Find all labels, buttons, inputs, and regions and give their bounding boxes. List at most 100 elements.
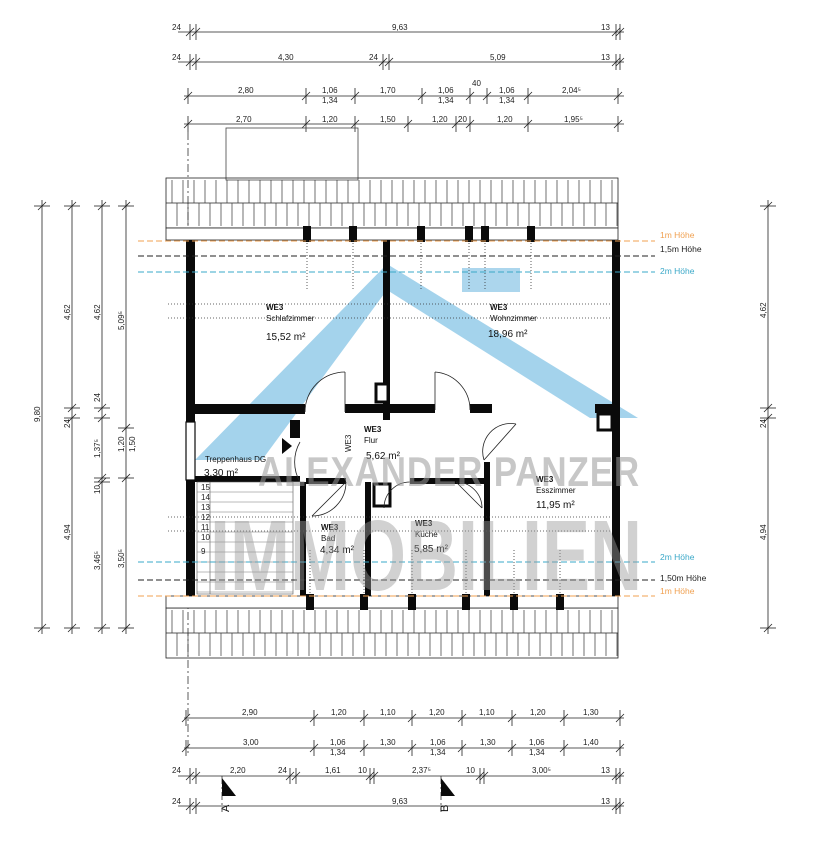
room-name: Wohnzimmer — [490, 314, 537, 323]
dim-label: 2,90 — [242, 708, 258, 717]
dim-label: 1,34 — [499, 96, 515, 105]
dim-label: 1,06 — [430, 738, 446, 747]
dim-label: 10 — [358, 766, 367, 775]
dim-label: 1,34 — [430, 748, 446, 757]
dim-label: 13 — [601, 766, 610, 775]
room-labels: WE3 Schlafzimmer 15,52 m² WE3 Wohnzimmer… — [204, 303, 576, 556]
dim-label: 4,94 — [63, 524, 72, 540]
step-number: 9 — [201, 547, 206, 556]
dim-label: 24 — [759, 419, 768, 428]
dim-label: 1,50 — [128, 436, 137, 452]
dormer-cheeks — [168, 240, 612, 596]
room-kueche: WE3 Küche 5,85 m² — [414, 519, 449, 555]
dormer-outline — [225, 127, 359, 181]
roof-tile-pattern — [171, 610, 618, 656]
dim-label: 1,34 — [330, 748, 346, 757]
section-markers: A B — [220, 778, 455, 812]
dim-label: 1,34 — [322, 96, 338, 105]
dim-label: 24 — [172, 797, 181, 806]
room-flur: WE3 Flur 5,62 m² — [364, 425, 401, 462]
room-name: Flur — [364, 436, 378, 445]
bottom-dimensions — [178, 710, 625, 814]
dim-label: 20 — [458, 115, 467, 124]
dim-label: 1,06 — [499, 86, 515, 95]
dim-label: 2,37⁵ — [412, 766, 431, 775]
step-number: 12 — [201, 513, 210, 522]
watermark-text: ALEXANDER PANZER IMMOBILIEN — [210, 448, 642, 612]
bottom-dimension-labels: 2,90 1,20 1,10 1,20 1,10 1,20 1,30 3,00 … — [172, 708, 610, 806]
dim-label: 1,20 — [497, 115, 513, 124]
room-name: Küche — [415, 530, 438, 539]
height-lines — [138, 240, 655, 597]
dim-label: 1,30 — [583, 708, 599, 717]
watermark-line1: ALEXANDER PANZER — [258, 448, 640, 495]
dim-label: 5,09⁵ — [117, 311, 126, 330]
step-number: 11 — [201, 523, 210, 532]
dim-label: 3,46⁵ — [93, 551, 102, 570]
dim-label: 2,04⁵ — [562, 86, 581, 95]
dim-label: 3,00⁵ — [532, 766, 551, 775]
room-wohnzimmer: WE3 Wohnzimmer 18,96 m² — [488, 303, 537, 340]
dim-label: 9,80 — [33, 406, 42, 422]
step-number: 14 — [201, 493, 210, 502]
room-name: Bad — [321, 534, 335, 543]
dim-label: 2,70 — [236, 115, 252, 124]
room-unit: WE3 — [536, 475, 554, 484]
section-marker-b — [441, 778, 455, 796]
stair-step-labels: 15 14 13 12 11 10 9 WE3 — [201, 434, 353, 556]
dim-label: 4,94 — [759, 524, 768, 540]
dim-label: 3,00 — [243, 738, 259, 747]
dim-label: 1,70 — [380, 86, 396, 95]
dim-label: 24 — [278, 766, 287, 775]
dim-label: 24 — [172, 766, 181, 775]
room-unit: WE3 — [490, 303, 508, 312]
dim-label: 24 — [172, 53, 181, 62]
dim-label: 1,34 — [438, 96, 454, 105]
room-esszimmer: WE3 Esszimmer 11,95 m² — [536, 475, 576, 511]
dim-label: 13 — [601, 23, 610, 32]
top-dimensions — [178, 24, 625, 132]
room-treppenhaus: Treppenhaus DG 3,30 m² — [204, 455, 266, 479]
room-schlafzimmer: WE3 Schlafzimmer 15,52 m² — [266, 303, 315, 343]
height-label: 2m Höhe — [660, 552, 695, 562]
watermark-logo — [195, 264, 638, 460]
doors — [294, 371, 517, 517]
walls — [165, 226, 620, 610]
dim-label: 13 — [601, 797, 610, 806]
dim-label: 2,20 — [230, 766, 246, 775]
dim-label: 13 — [601, 53, 610, 62]
height-label: 2m Höhe — [660, 266, 695, 276]
dim-label: 1,95⁵ — [564, 115, 583, 124]
dim-label: 24 — [369, 53, 378, 62]
room-area: 5,62 m² — [366, 451, 401, 462]
right-dimension-labels: 4,62 24 4,94 — [759, 302, 768, 540]
watermark-line2: IMMOBILIEN — [210, 500, 642, 612]
step-number: 10 — [201, 533, 210, 542]
dim-label: 1,06 — [330, 738, 346, 747]
dim-label: 1,20 — [432, 115, 448, 124]
height-labels: 1m Höhe 1,5m Höhe 2m Höhe 2m Höhe 1,50m … — [660, 230, 707, 596]
dim-label: 1,61 — [325, 766, 341, 775]
dim-label: 1,30 — [380, 738, 396, 747]
room-name: Esszimmer — [536, 486, 576, 495]
stair-unit-label: WE3 — [344, 434, 353, 452]
section-label-b: B — [439, 805, 451, 812]
roof-tile-pattern — [171, 180, 618, 226]
staircase — [196, 481, 294, 595]
step-number: 15 — [201, 483, 210, 492]
left-dimension-labels: 9,80 4,62 24 4,94 4,62 24 1,37⁵ 10 3,46⁵… — [33, 304, 137, 570]
dim-label: 1,20 — [530, 708, 546, 717]
height-label: 1,50m Höhe — [660, 573, 707, 583]
right-dimensions — [760, 200, 776, 634]
dim-label: 1,37⁵ — [93, 439, 102, 458]
dim-label: 4,62 — [93, 304, 102, 320]
room-bad: WE3 Bad 4,34 m² — [320, 523, 355, 556]
height-label: 1m Höhe — [660, 230, 695, 240]
room-area: 5,85 m² — [414, 544, 449, 555]
top-dimension-labels: 24 9,63 13 24 4,30 24 5,09 13 2,80 1,06 … — [172, 23, 610, 124]
dim-label: 1,10 — [479, 708, 495, 717]
dim-label: 40 — [472, 79, 481, 88]
room-name: Schlafzimmer — [266, 314, 315, 323]
dim-label: 1,20 — [322, 115, 338, 124]
